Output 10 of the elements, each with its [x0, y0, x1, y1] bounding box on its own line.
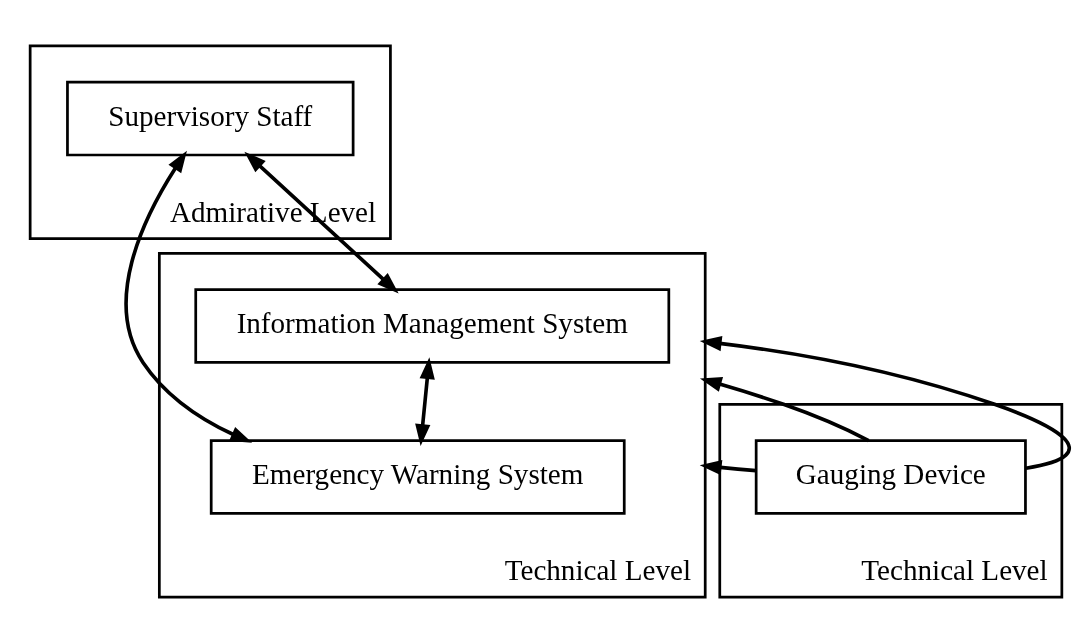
node-box: Supervisory Staff	[66, 80, 355, 156]
arrow	[699, 335, 1071, 470]
arrow	[699, 459, 756, 475]
node-box: Gauging Device	[754, 438, 1027, 515]
arrow	[244, 151, 399, 293]
arrow	[699, 376, 870, 442]
arrow	[415, 356, 435, 446]
arrow	[124, 150, 253, 443]
node-box: Emergency Warning System	[209, 438, 626, 515]
node-box: Information Management System	[194, 287, 671, 364]
